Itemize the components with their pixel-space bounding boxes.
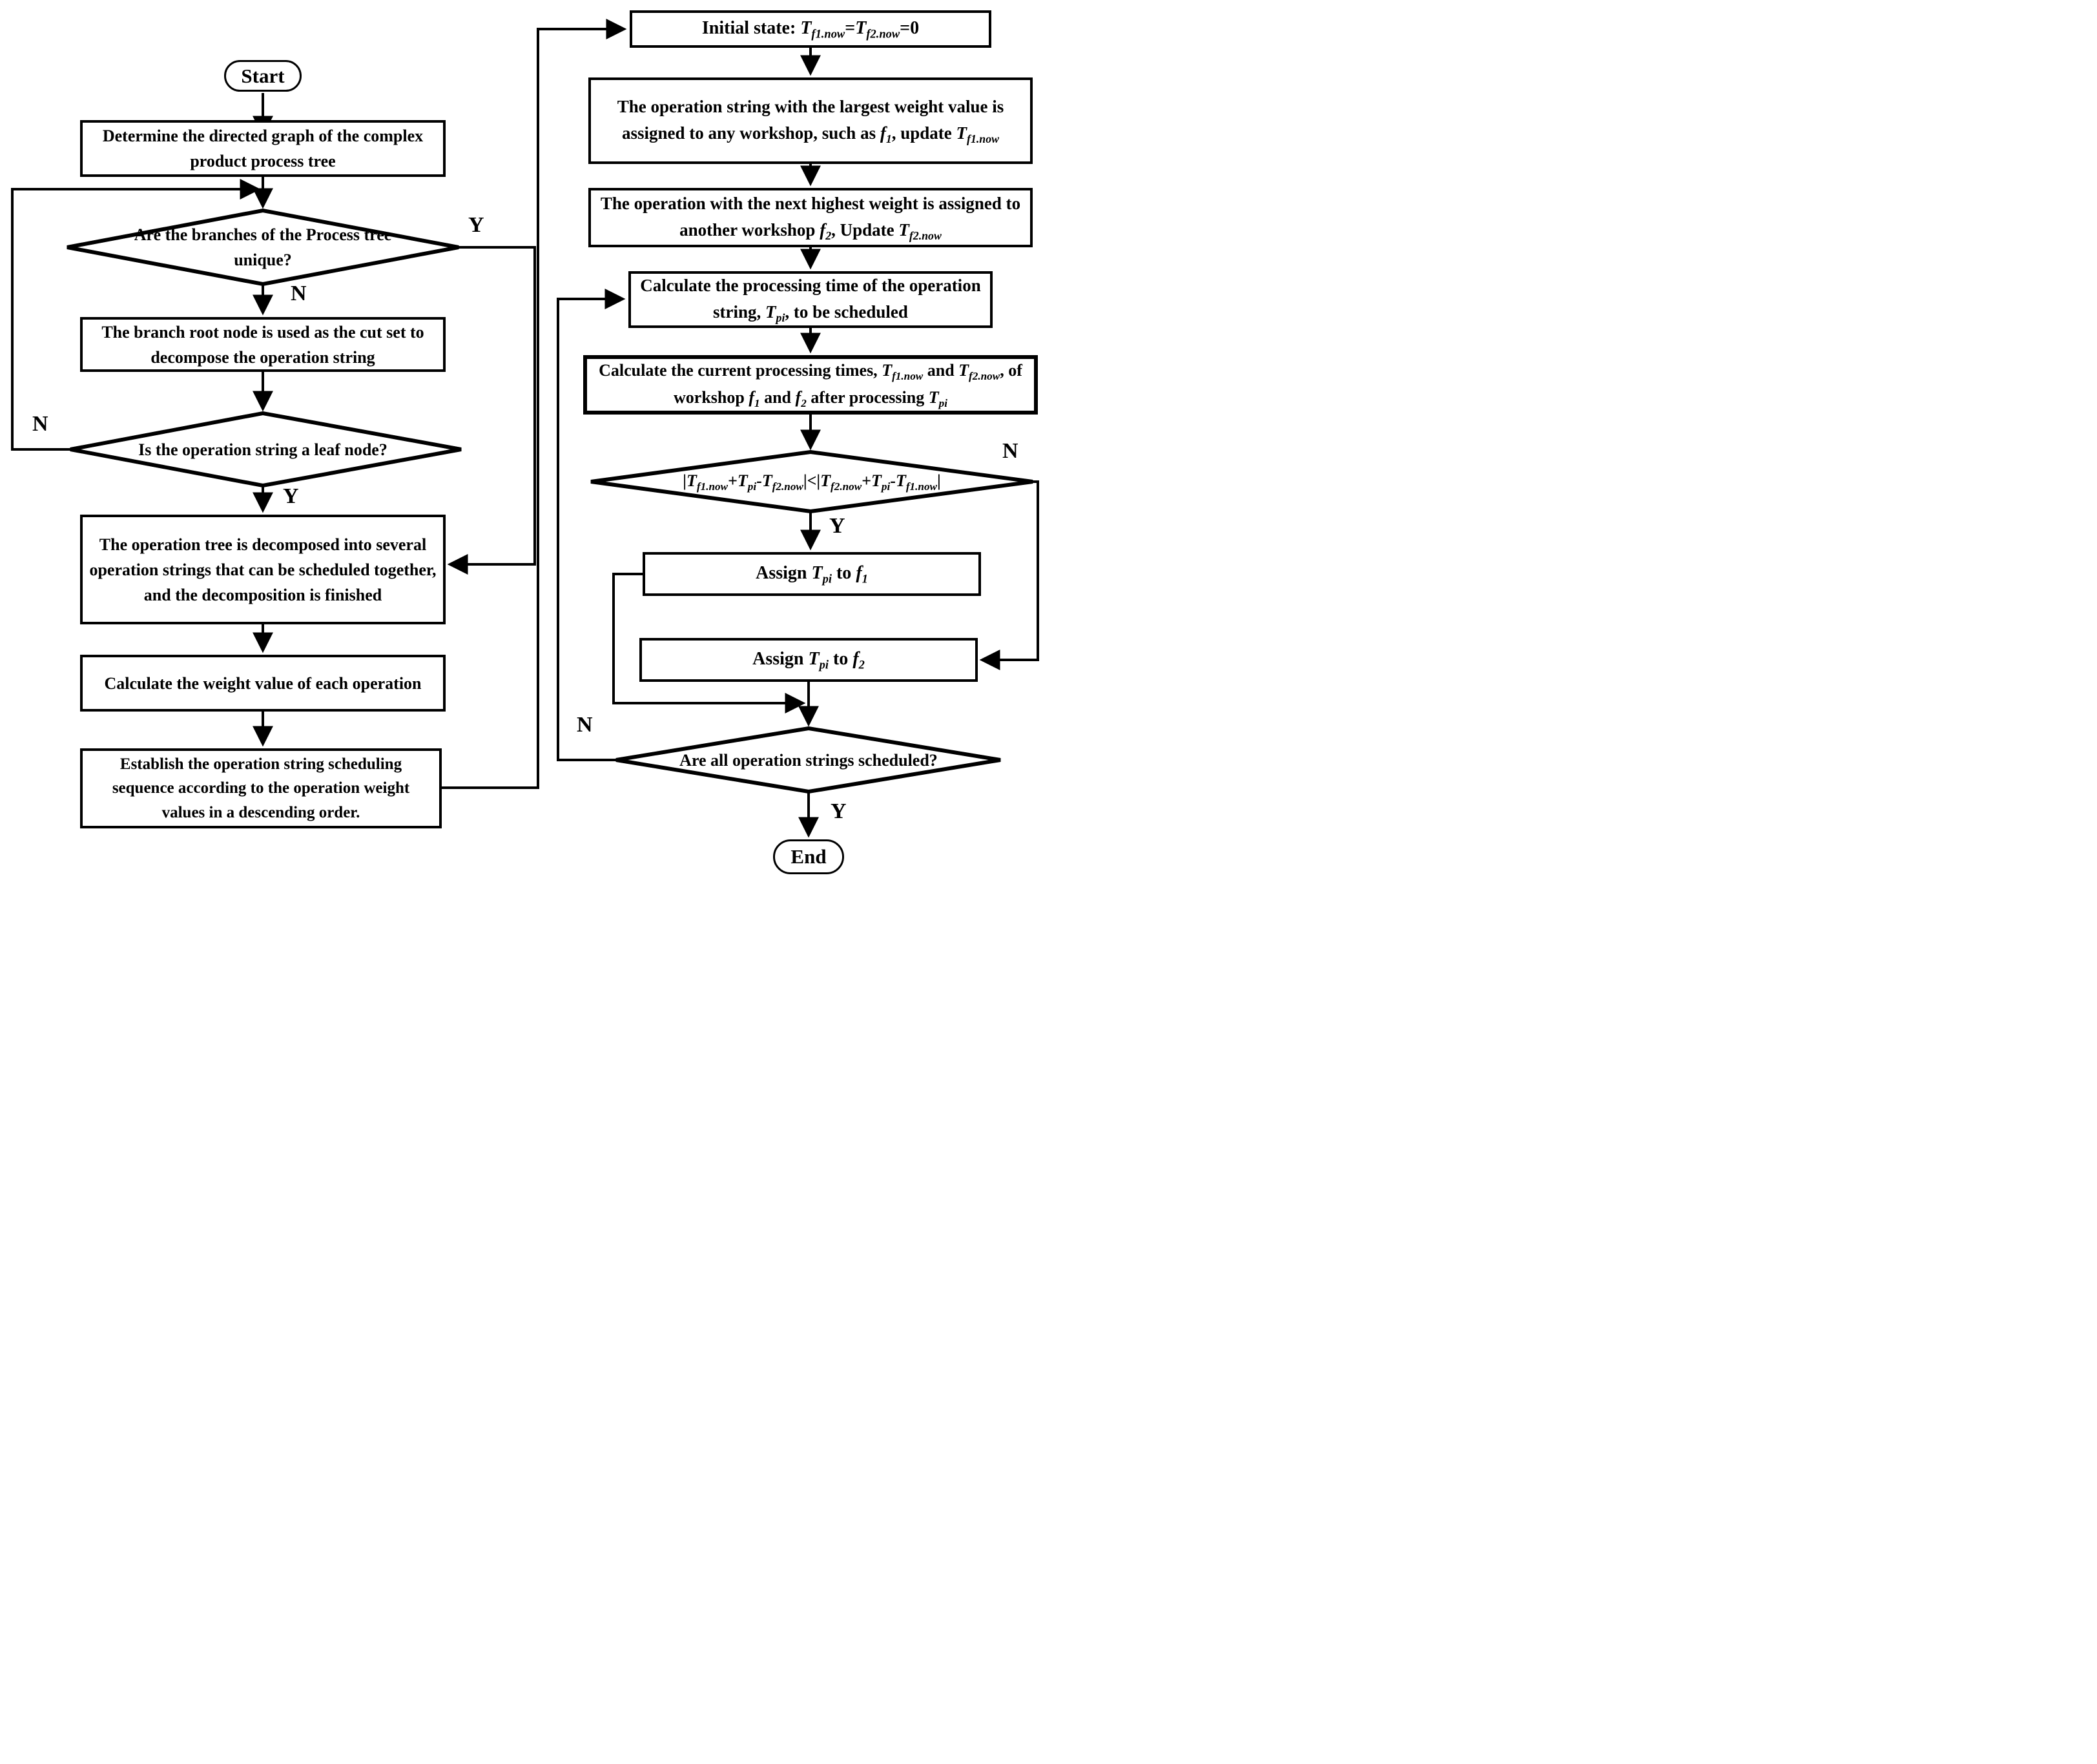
next-highest-weight-text: The operation with the next highest weig…: [600, 194, 1021, 242]
label-balance-yes: Y: [829, 514, 845, 538]
all-scheduled-text: Are all operation strings scheduled?: [679, 750, 938, 770]
processing-time-text: Calculate the processing time of the ope…: [640, 276, 981, 324]
flowchart-canvas: Start End Determine the directed graph o…: [0, 0, 1048, 882]
initial-state-box: Initial state: Tf1.now=Tf2.now=0: [630, 10, 991, 48]
processing-time-box: Calculate the processing time of the ope…: [628, 271, 993, 328]
current-times-text: Calculate the current processing times, …: [599, 361, 1022, 409]
assign-f2-text: Assign Tpi to f2: [752, 649, 865, 672]
end-terminal: End: [773, 839, 844, 874]
branches-unique-text: Are the branches of the Process tree uni…: [134, 225, 392, 269]
branch-root-cut-text: The branch root node is used as the cut …: [101, 322, 424, 367]
leaf-node-text: Is the operation string a leaf node?: [138, 440, 387, 459]
largest-weight-box: The operation string with the largest we…: [588, 77, 1033, 164]
all-scheduled-diamond: Are all operation strings scheduled?: [630, 735, 987, 785]
label-balance-no: N: [1002, 439, 1018, 463]
edge-branches-yes-to-decompose: [447, 246, 536, 575]
determine-graph-box: Determine the directed graph of the comp…: [80, 120, 446, 177]
branches-unique-diamond: Are the branches of the Process tree uni…: [103, 216, 422, 279]
initial-state-text: Initial state: Tf1.now=Tf2.now=0: [701, 18, 920, 41]
weight-value-text: Calculate the weight value of each opera…: [104, 673, 422, 693]
next-highest-weight-box: The operation with the next highest weig…: [588, 188, 1033, 247]
largest-weight-text: The operation string with the largest we…: [617, 97, 1004, 145]
balance-condition-diamond-shape: [590, 449, 1033, 514]
determine-graph-text: Determine the directed graph of the comp…: [102, 127, 424, 170]
label-leaf-no: N: [32, 412, 48, 436]
balance-condition-text: |Tf1.now+Tpi-Tf2.now|<|Tf2.now+Tpi-Tf1.n…: [683, 471, 941, 493]
current-times-box: Calculate the current processing times, …: [583, 355, 1038, 415]
assign-f1-text: Assign Tpi to f1: [756, 563, 868, 586]
connector-layer: [11, 19, 1039, 838]
label-branches-no: N: [291, 282, 307, 305]
decompose-finished-text: The operation tree is decomposed into se…: [89, 535, 437, 604]
start-label: Start: [241, 64, 285, 87]
weight-value-box: Calculate the weight value of each opera…: [80, 655, 446, 712]
edge-balance-no-to-assignf2: [979, 480, 1039, 670]
leaf-node-diamond: Is the operation string a leaf node?: [90, 420, 435, 479]
edge-sequence-to-initial: [442, 19, 627, 789]
edge-leafno-feedback-loop: [11, 179, 261, 451]
balance-condition-diamond: |Tf1.now+Tpi-Tf2.now|<|Tf2.now+Tpi-Tf1.n…: [610, 456, 1013, 508]
assign-f2-box: Assign Tpi to f2: [639, 638, 978, 682]
leaf-node-diamond-shape: [70, 411, 462, 488]
scheduling-sequence-box: Establish the operation string schedulin…: [80, 748, 442, 828]
label-scheduled-yes: Y: [831, 799, 847, 823]
all-scheduled-diamond-shape: [615, 726, 1001, 794]
start-terminal: Start: [224, 60, 302, 92]
assign-f1-box: Assign Tpi to f1: [643, 552, 981, 596]
edge-assignf1-bypass: [612, 573, 806, 713]
label-branches-yes: Y: [468, 213, 484, 237]
edge-scheduled-no-loop: [557, 289, 626, 761]
decompose-finished-box: The operation tree is decomposed into se…: [80, 515, 446, 624]
branch-root-cut-box: The branch root node is used as the cut …: [80, 317, 446, 372]
branches-unique-diamond-shape: [67, 208, 459, 287]
label-scheduled-no: N: [577, 713, 593, 737]
end-label: End: [790, 845, 827, 868]
scheduling-sequence-text: Establish the operation string schedulin…: [112, 755, 410, 821]
label-leaf-yes: Y: [283, 484, 299, 508]
